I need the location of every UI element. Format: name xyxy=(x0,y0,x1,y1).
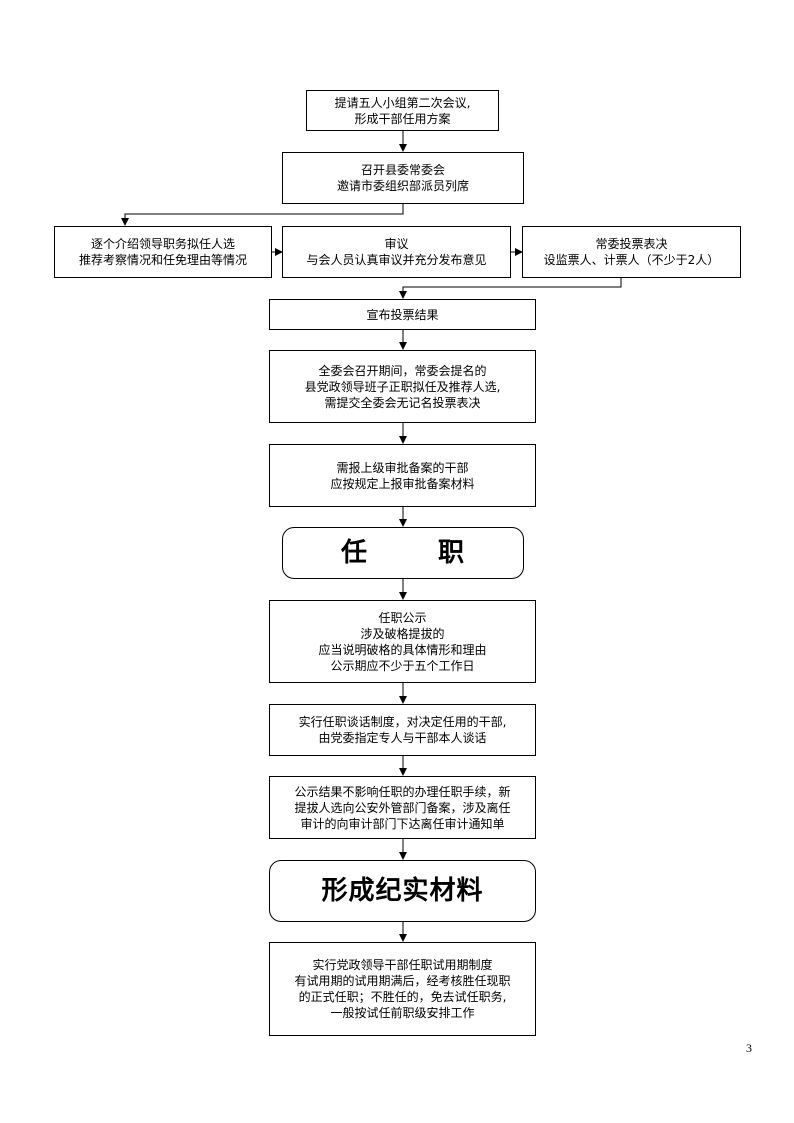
step-standing-committee-line2: 邀请市委组织部派员列席 xyxy=(336,179,469,193)
step-plenary-line3: 需提交全委会无记名投票表决 xyxy=(324,395,481,410)
step-plenary-line2: 县党政领导班子正职拟任及推荐人选, xyxy=(304,379,501,394)
step-appointment-talk: 实行任职谈话制度，对决定任用的干部, 由党委指定专人与干部本人谈话 xyxy=(269,704,536,756)
step-report-line1: 需报上级审批备案的干部 xyxy=(336,460,469,475)
step-procedures-line1: 公示结果不影响任职的办理任职手续，新 xyxy=(294,784,511,799)
step-report-approval: 需报上级审批备案的干部 应按规定上报审批备案材料 xyxy=(269,444,536,507)
step-announce-result: 宣布投票结果 xyxy=(269,299,536,330)
step-proposal-line1: 提请五人小组第二次会议, xyxy=(334,95,471,110)
step-probation-line4: 一般按试任前职级安排工作 xyxy=(330,1006,475,1020)
step-procedures-line2: 提拔人选向公安外管部门备案，涉及离任 xyxy=(294,800,511,815)
step-introduce-candidates: 逐个介绍领导职务拟任人选 推荐考察情况和任免理由等情况 xyxy=(54,226,272,278)
step-standing-committee-line1: 召开县委常委会 xyxy=(360,163,445,177)
step-notice-line4: 公示期应不少于五个工作日 xyxy=(330,658,475,673)
step-introduce-line2: 推荐考察情况和任免理由等情况 xyxy=(78,253,247,267)
step-introduce-line1: 逐个介绍领导职务拟任人选 xyxy=(90,237,235,251)
step-probation-line1: 实行党政领导干部任职试用期制度 xyxy=(312,958,493,972)
step-review-line2: 与会人员认真审议并充分发布意见 xyxy=(306,253,487,267)
step-appointment-char1: 任 xyxy=(340,538,368,568)
step-vote: 常委投票表决 设监票人、计票人（不少于2人） xyxy=(522,226,741,278)
step-standing-committee: 召开县委常委会 邀请市委组织部派员列席 xyxy=(282,152,524,204)
step-talk-line1: 实行任职谈话制度，对决定任用的干部, xyxy=(298,715,507,729)
step-public-notice: 任职公示 涉及破格提拔的 应当说明破格的具体情形和理由 公示期应不少于五个工作日 xyxy=(269,600,536,683)
step-announce-line1: 宣布投票结果 xyxy=(366,307,439,322)
step-vote-line2: 设监票人、计票人（不少于2人） xyxy=(543,253,720,267)
step-report-line2: 应按规定上报审批备案材料 xyxy=(330,476,475,491)
step-procedures-line3: 审计的向审计部门下达离任审计通知单 xyxy=(300,816,505,831)
step-appointment: 任 职 xyxy=(282,527,524,579)
step-probation: 实行党政领导干部任职试用期制度 有试用期的试用期满后，经考核胜任现职 的正式任职… xyxy=(269,942,536,1036)
step-vote-line1: 常委投票表决 xyxy=(595,237,668,251)
step-procedures: 公示结果不影响任职的办理任职手续，新 提拔人选向公安外管部门备案，涉及离任 审计… xyxy=(269,776,536,839)
step-proposal-meeting: 提请五人小组第二次会议, 形成干部任用方案 xyxy=(306,90,499,131)
step-documentation-label: 形成纪实材料 xyxy=(321,876,484,906)
step-review: 审议 与会人员认真审议并充分发布意见 xyxy=(282,226,511,278)
step-notice-line1: 任职公示 xyxy=(378,610,427,625)
step-probation-line2: 有试用期的试用期满后，经考核胜任现职 xyxy=(294,974,511,988)
step-notice-line3: 应当说明破格的具体情形和理由 xyxy=(318,642,487,657)
step-plenary-line1: 全委会召开期间，常委会提名的 xyxy=(318,363,487,378)
step-talk-line2: 由党委指定专人与干部本人谈话 xyxy=(318,731,487,745)
step-review-line1: 审议 xyxy=(384,237,409,251)
step-documentation: 形成纪实材料 xyxy=(269,860,536,922)
page-number: 3 xyxy=(746,1041,752,1055)
step-notice-line2: 涉及破格提拔的 xyxy=(360,626,445,641)
step-plenary-vote: 全委会召开期间，常委会提名的 县党政领导班子正职拟任及推荐人选, 需提交全委会无… xyxy=(269,350,536,423)
step-proposal-line2: 形成干部任用方案 xyxy=(354,111,451,126)
step-probation-line3: 的正式任职；不胜任的，免去试任职务, xyxy=(298,990,507,1004)
step-appointment-char2: 职 xyxy=(438,538,466,568)
